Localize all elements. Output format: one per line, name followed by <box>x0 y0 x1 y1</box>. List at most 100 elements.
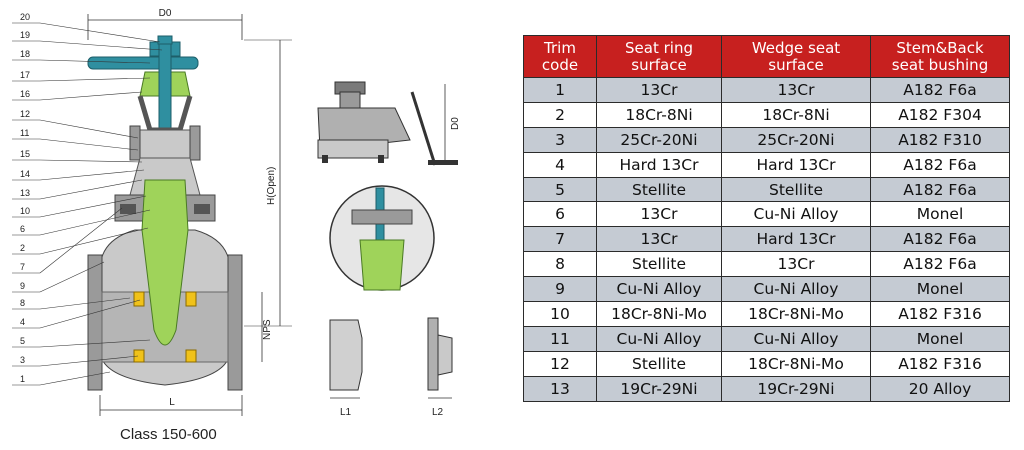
cell-trim-code: 1 <box>523 77 597 103</box>
part-leader-line <box>39 22 161 43</box>
part-leader-line <box>39 169 145 181</box>
part-number-11: 11 <box>20 128 29 138</box>
part-number-14: 14 <box>20 169 30 179</box>
part-number-3: 3 <box>20 355 25 365</box>
cell-trim-code: 9 <box>523 276 597 303</box>
dim-l2-label: L2 <box>432 407 444 418</box>
cell-wedge-seat: Cu-Ni Alloy <box>721 325 871 352</box>
part-leader-line <box>39 91 143 101</box>
cell-wedge-seat: 19Cr-29Ni <box>721 375 871 402</box>
part-leader-line <box>39 355 139 367</box>
part-leader-line <box>39 195 147 218</box>
part-leader-line <box>39 207 123 274</box>
cell-seat-ring: Stellite <box>596 350 722 377</box>
dim-nps-label: NPS <box>262 319 273 340</box>
cell-trim-code: 11 <box>523 325 597 352</box>
cell-stem-bushing: 20 Alloy <box>870 375 1010 402</box>
cell-stem-bushing: Monel <box>870 276 1010 303</box>
part-leader-line <box>39 227 149 255</box>
cell-seat-ring: Hard 13Cr <box>596 151 722 178</box>
cell-seat-ring: 18Cr-8Ni-Mo <box>596 301 722 327</box>
part-leader-line <box>39 138 139 151</box>
dim-l-label: L <box>169 397 175 408</box>
part-leader-line <box>39 119 139 139</box>
cell-stem-bushing: A182 F6a <box>870 176 1010 203</box>
part-number-17: 17 <box>20 70 30 80</box>
cell-trim-code: 6 <box>523 201 597 228</box>
cell-trim-code: 2 <box>523 101 597 128</box>
part-number-10: 10 <box>20 206 30 216</box>
cell-stem-bushing: A182 F6a <box>870 226 1010 253</box>
cell-seat-ring: Cu-Ni Alloy <box>596 325 722 352</box>
part-leader-line <box>39 159 143 163</box>
cell-wedge-seat: 13Cr <box>721 251 871 278</box>
part-number-1: 1 <box>20 374 25 384</box>
part-leader-line <box>39 339 151 348</box>
part-leader-line <box>39 179 143 200</box>
cell-wedge-seat: Hard 13Cr <box>721 226 871 253</box>
drawing-caption: Class 150-600 <box>120 426 217 443</box>
part-number-7: 7 <box>20 262 25 272</box>
part-leader-line <box>39 40 163 51</box>
cell-trim-code: 10 <box>523 301 597 327</box>
dim-d0-side-label: D0 <box>450 117 461 130</box>
cell-wedge-seat: Cu-Ni Alloy <box>721 201 871 228</box>
cell-stem-bushing: A182 F316 <box>870 301 1010 327</box>
part-leader-line <box>39 299 141 329</box>
cell-wedge-seat: 18Cr-8Ni <box>721 101 871 128</box>
cell-seat-ring: Cu-Ni Alloy <box>596 276 722 303</box>
part-leader-line <box>39 209 151 236</box>
cell-wedge-seat: Cu-Ni Alloy <box>721 276 871 303</box>
cell-trim-code: 4 <box>523 151 597 178</box>
cell-stem-bushing: A182 F6a <box>870 251 1010 278</box>
dim-h-open-label: H(Open) <box>266 167 277 205</box>
part-leader-line <box>39 371 111 386</box>
cell-seat-ring: 25Cr-20Ni <box>596 126 722 153</box>
cell-trim-code: 7 <box>523 226 597 253</box>
dim-l1-label: L1 <box>340 407 352 418</box>
cell-wedge-seat: 18Cr-8Ni-Mo <box>721 350 871 377</box>
part-number-13: 13 <box>20 188 30 198</box>
cell-stem-bushing: Monel <box>870 201 1010 228</box>
cell-trim-code: 5 <box>523 176 597 203</box>
cell-seat-ring: 13Cr <box>596 226 722 253</box>
cell-wedge-seat: Hard 13Cr <box>721 151 871 178</box>
cell-wedge-seat: 18Cr-8Ni-Mo <box>721 301 871 327</box>
flanged-end-view: L2 <box>427 317 453 418</box>
cell-trim-code: 8 <box>523 251 597 278</box>
gate-valve-drawing: D0 H(Open) NPS L 20191817161211151413106… <box>12 8 461 418</box>
part-leader-line <box>39 59 151 64</box>
part-number-9: 9 <box>20 281 25 291</box>
cell-seat-ring: 13Cr <box>596 77 722 103</box>
cell-seat-ring: 18Cr-8Ni <box>596 101 722 128</box>
part-number-18: 18 <box>20 49 30 59</box>
part-number-5: 5 <box>20 336 25 346</box>
gear-operator-view: D0 <box>317 81 461 166</box>
part-leader-line <box>39 297 131 310</box>
cell-trim-code: 13 <box>523 375 597 402</box>
detail-circle-view <box>329 185 435 291</box>
part-number-8: 8 <box>20 298 25 308</box>
cell-seat-ring: 13Cr <box>596 201 722 228</box>
cell-seat-ring: 19Cr-29Ni <box>596 375 722 402</box>
part-number-4: 4 <box>20 317 25 327</box>
part-number-15: 15 <box>20 149 30 159</box>
cell-seat-ring: Stellite <box>596 176 722 203</box>
cell-wedge-seat: Stellite <box>721 176 871 203</box>
